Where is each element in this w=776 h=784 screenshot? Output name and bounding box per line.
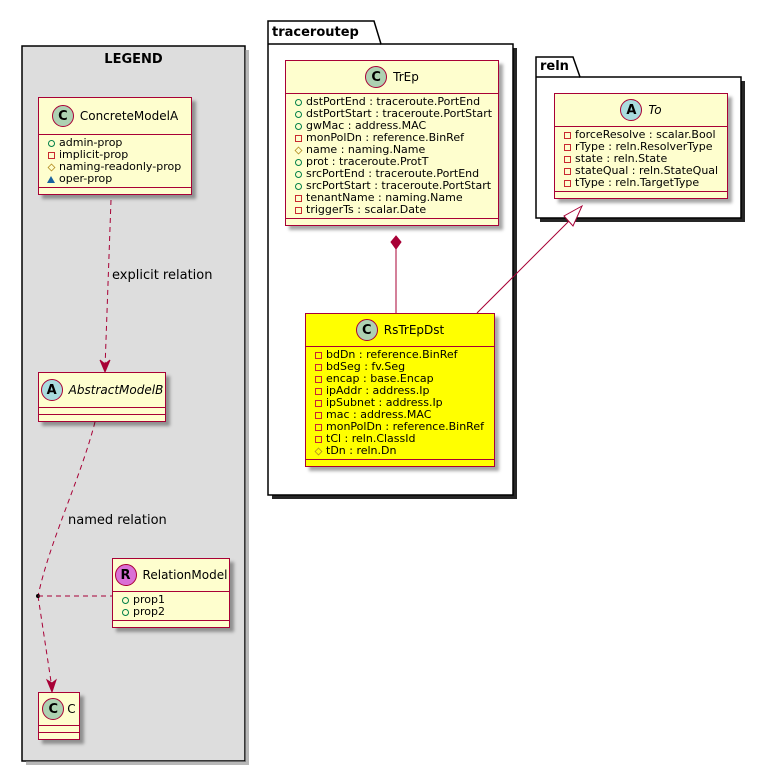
attribute-list: forceResolve : scalar.Bool rType : reln.…	[555, 126, 727, 191]
class-name: RsTrEpDst	[383, 323, 445, 337]
attribute-row: ipSubnet : address.Ip	[312, 397, 494, 409]
attribute-row: srcPortStart : traceroute.PortStart	[292, 180, 498, 192]
class-name: AbstractModelB	[68, 383, 164, 397]
private-icon	[563, 131, 571, 139]
attribute-row: prot : traceroute.ProtT	[292, 156, 498, 168]
inheritance-arrowhead	[563, 204, 584, 227]
attribute-list: dstPortEnd : traceroute.PortEnd dstPortS…	[286, 93, 498, 218]
private-icon	[314, 399, 322, 407]
abstract-badge: A	[620, 99, 643, 121]
private-icon	[563, 179, 571, 187]
attribute-row: monPolDn : reference.BinRef	[312, 421, 494, 433]
attribute-row: srcPortEnd : traceroute.PortEnd	[292, 168, 498, 180]
class-abstract-model-b[interactable]: A AbstractModelB	[38, 372, 166, 422]
private-icon	[314, 411, 322, 419]
attribute-row: dstPortStart : traceroute.PortStart	[292, 108, 498, 120]
public-icon	[294, 158, 302, 166]
attribute-row: tDn : reln.Dn	[312, 445, 494, 457]
class-badge: C	[355, 319, 378, 341]
attribute-row: state : reln.State	[561, 153, 727, 165]
attribute-row: tenantName : naming.Name	[292, 192, 498, 204]
attribute-row: gwMac : address.MAC	[292, 120, 498, 132]
class-badge: C	[365, 66, 388, 88]
private-icon	[294, 194, 302, 202]
attribute-row: forceResolve : scalar.Bool	[561, 129, 727, 141]
class-relation-model[interactable]: R RelationModel prop1 prop2	[112, 558, 230, 628]
attribute-list: admin-prop implicit-prop naming-readonly…	[39, 134, 191, 187]
package-traceroutep-title: traceroutep	[272, 25, 359, 40]
public-icon	[47, 139, 55, 147]
class-name: RelationModel	[142, 568, 228, 582]
attribute-row: dstPortEnd : traceroute.PortEnd	[292, 96, 498, 108]
explicit-relation-line	[104, 199, 112, 369]
attribute-list: prop1 prop2	[113, 591, 229, 620]
private-icon	[314, 423, 322, 431]
public-icon	[121, 596, 129, 604]
named-relation-line	[37, 421, 96, 597]
attribute-row: prop1	[119, 594, 229, 606]
private-icon	[294, 134, 302, 142]
public-icon	[294, 122, 302, 130]
attribute-row: prop2	[119, 606, 229, 618]
private-icon	[563, 155, 571, 163]
attribute-row: stateQual : reln.StateQual	[561, 165, 727, 177]
composition-diamond	[390, 235, 402, 250]
class-to[interactable]: A To forceResolve : scalar.Bool rType : …	[554, 93, 728, 199]
class-name: C	[67, 702, 76, 716]
attribute-row: name : naming.Name	[292, 144, 498, 156]
explicit-relation-label: explicit relation	[112, 268, 213, 283]
class-concrete-model-a[interactable]: C ConcreteModelA admin-prop implicit-pro…	[38, 97, 192, 195]
private-icon	[563, 167, 571, 175]
private-icon	[47, 151, 55, 159]
class-badge: C	[51, 105, 74, 127]
attribute-row: tCl : reln.ClassId	[312, 433, 494, 445]
private-icon	[314, 435, 322, 443]
attribute-row: encap : base.Encap	[312, 373, 494, 385]
private-icon	[314, 387, 322, 395]
class-rstrepdst[interactable]: C RsTrEpDst bdDn : reference.BinRef bdSe…	[305, 313, 495, 467]
attribute-row: bdDn : reference.BinRef	[312, 349, 494, 361]
class-name: To	[648, 103, 662, 117]
public-icon	[294, 182, 302, 190]
class-name: ConcreteModelA	[79, 109, 179, 123]
private-icon	[314, 363, 322, 371]
private-icon	[314, 375, 322, 383]
attribute-row: implicit-prop	[45, 149, 191, 161]
attribute-list: bdDn : reference.BinRef bdSeg : fv.Seg e…	[306, 346, 494, 459]
private-icon	[314, 351, 322, 359]
attribute-row: monPolDn : reference.BinRef	[292, 132, 498, 144]
abstract-badge: A	[40, 379, 63, 401]
class-trep[interactable]: C TrEp dstPortEnd : traceroute.PortEnd d…	[285, 60, 499, 226]
attribute-row: bdSeg : fv.Seg	[312, 361, 494, 373]
package-reln-title: reln	[540, 59, 569, 74]
private-icon	[294, 206, 302, 214]
protected-icon	[47, 163, 55, 171]
public-icon	[294, 98, 302, 106]
public-icon	[121, 608, 129, 616]
attribute-row: mac : address.MAC	[312, 409, 494, 421]
attribute-row: tType : reln.TargetType	[561, 177, 727, 189]
class-name: TrEp	[393, 70, 419, 84]
public-icon	[294, 110, 302, 118]
relation-badge: R	[114, 564, 137, 586]
inheritance-line	[476, 217, 573, 314]
attribute-row: admin-prop	[45, 137, 191, 149]
private-icon	[563, 143, 571, 151]
protected-icon	[294, 146, 302, 154]
attribute-row: oper-prop	[45, 173, 191, 185]
attribute-row: rType : reln.ResolverType	[561, 141, 727, 153]
legend-title: LEGEND	[104, 52, 163, 67]
named-relation-label: named relation	[68, 513, 167, 528]
package-icon	[47, 175, 55, 183]
attribute-row: triggerTs : scalar.Date	[292, 204, 498, 216]
class-badge: C	[42, 698, 65, 720]
public-icon	[294, 170, 302, 178]
attribute-row: naming-readonly-prop	[45, 161, 191, 173]
class-c[interactable]: C C	[38, 692, 80, 740]
protected-icon	[314, 447, 322, 455]
attribute-row: ipAddr : address.Ip	[312, 385, 494, 397]
